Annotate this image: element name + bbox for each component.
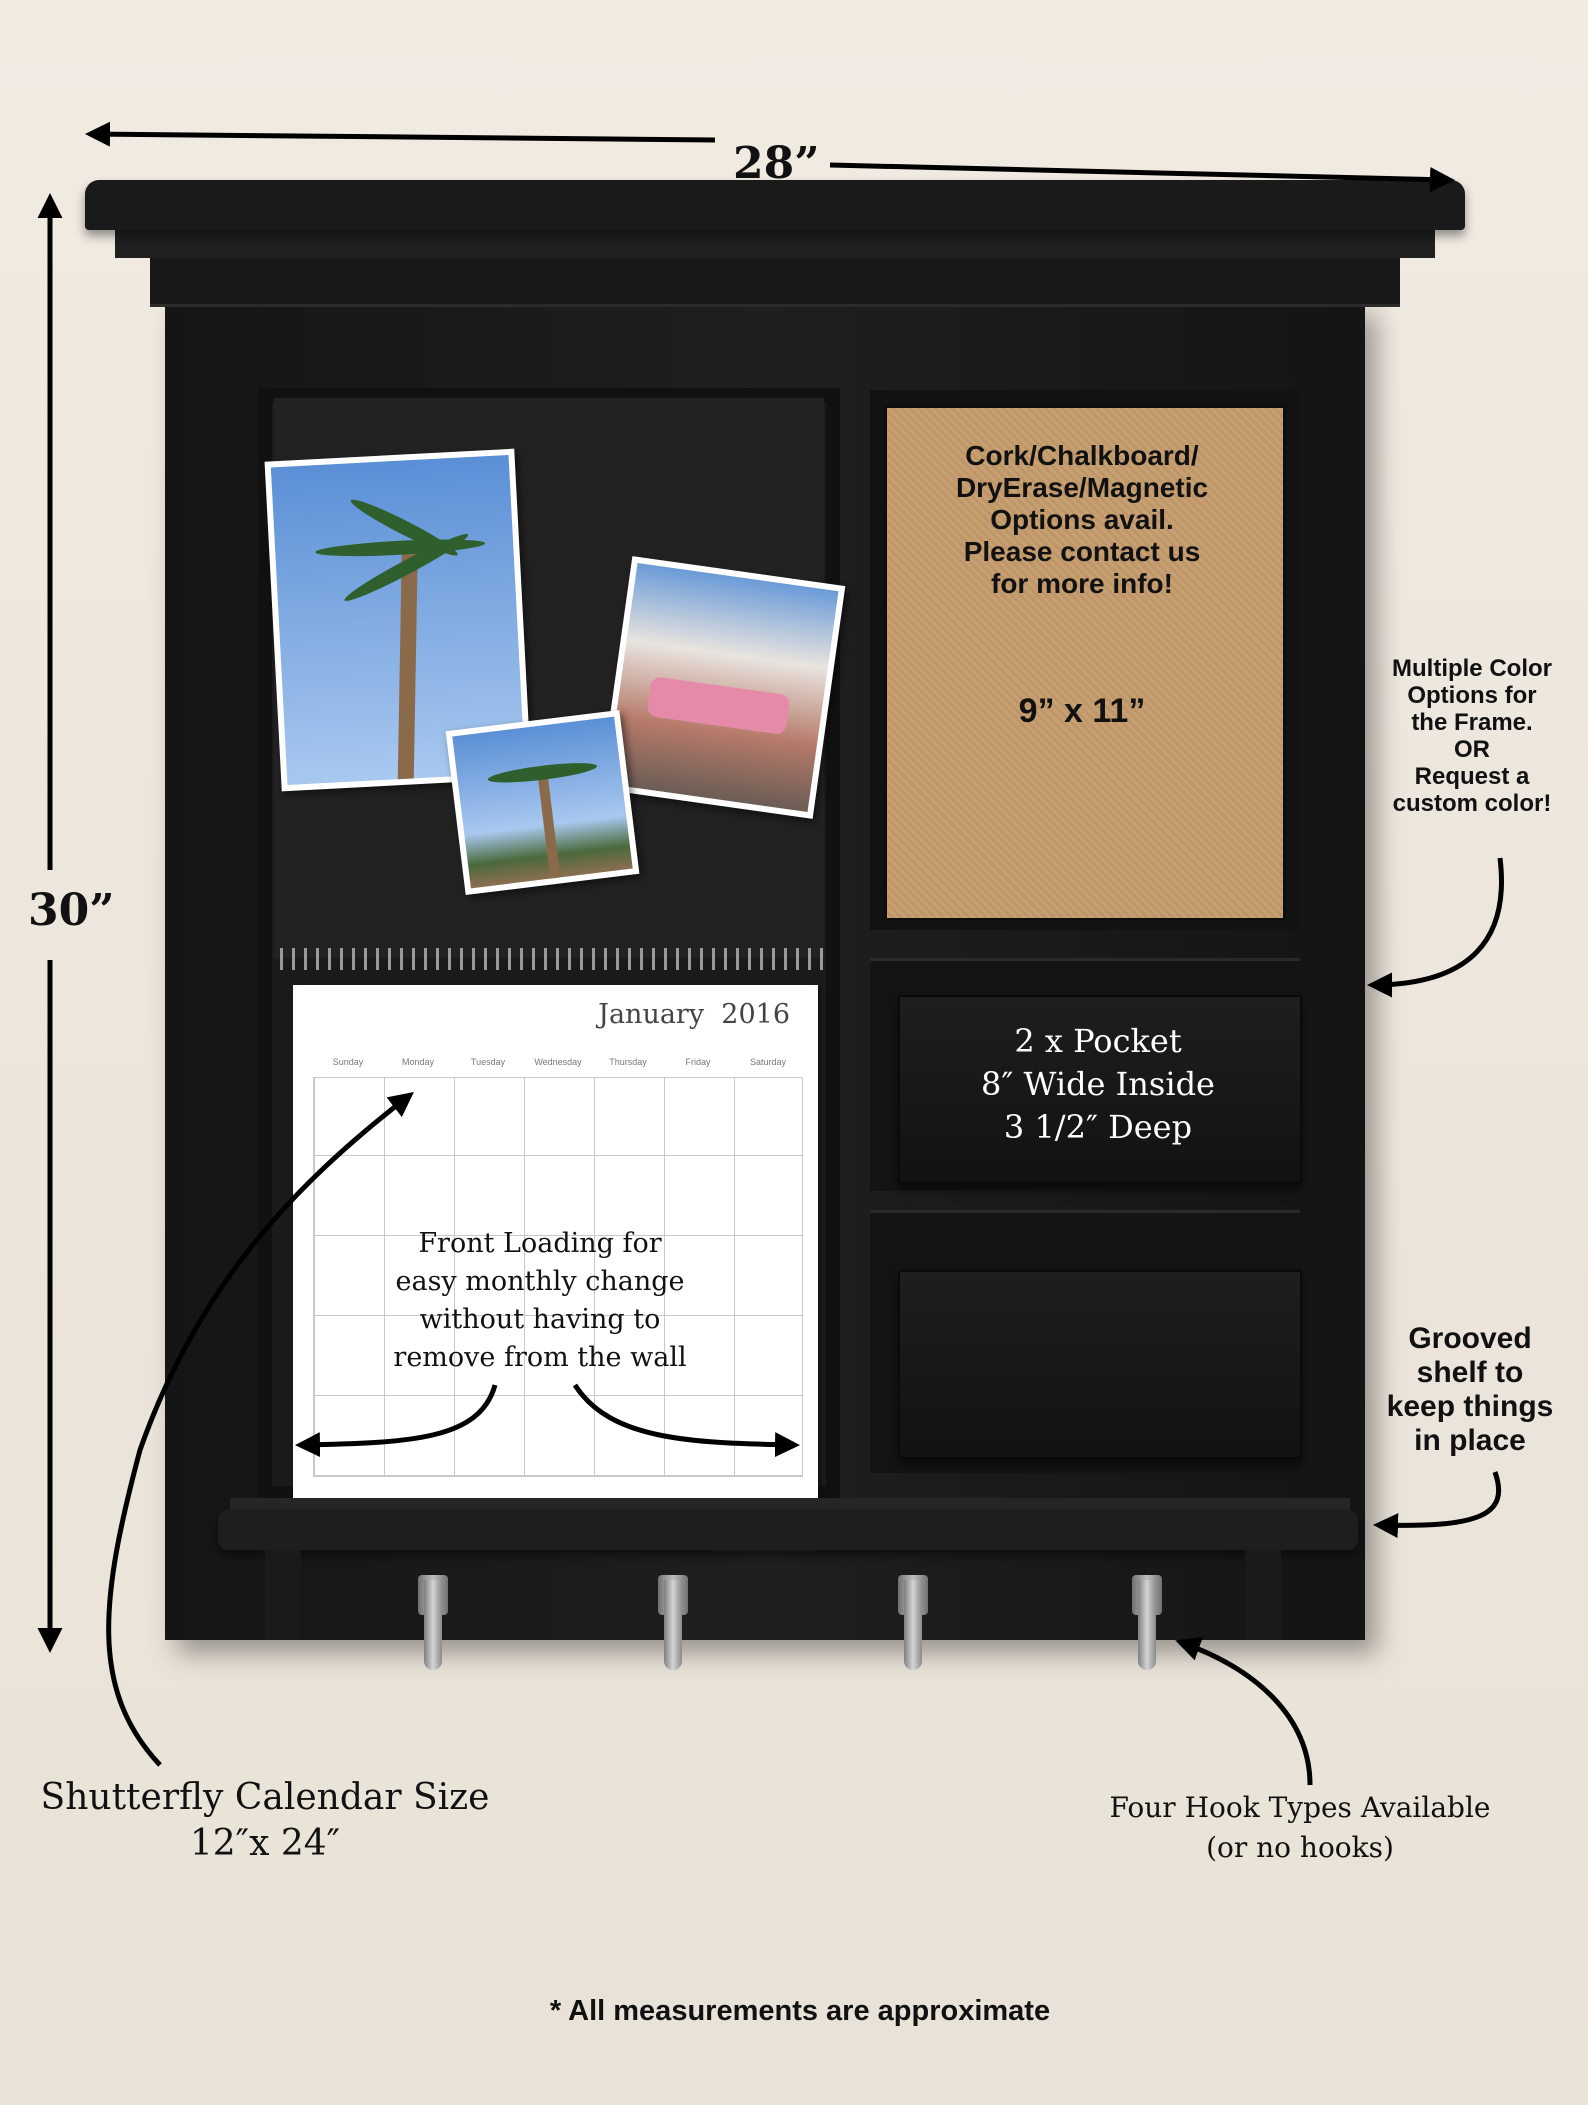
pocket-line: 8″ Wide Inside xyxy=(981,1065,1215,1103)
callout-line: Request a xyxy=(1414,763,1530,790)
weekday-label: Saturday xyxy=(749,1057,787,1067)
pocket-line: 3 1/2″ Deep xyxy=(1003,1108,1193,1146)
callout-line: 12″x 24″ xyxy=(189,1823,341,1864)
callout-line: Options for xyxy=(1407,682,1537,709)
calendar-note-line: easy monthly change xyxy=(395,1266,685,1297)
weekday-label: Wednesday xyxy=(534,1057,582,1067)
callout-line: the Frame. xyxy=(1411,709,1533,736)
calendar-grid xyxy=(313,1077,803,1477)
shelf-lip xyxy=(230,1498,1350,1512)
width-arrow-left xyxy=(85,121,716,147)
calendar-note-line: remove from the wall xyxy=(393,1342,687,1373)
pocket-top xyxy=(898,995,1302,1184)
cork-line: Please contact us xyxy=(963,536,1201,567)
cork-board-size: 9” x 11” xyxy=(1018,692,1146,730)
calendar-year: 2016 xyxy=(721,999,790,1030)
pocket-text: 2 x Pocket 8″ Wide Inside 3 1/2″ Deep xyxy=(900,1020,1296,1149)
shelf-callout: Grooved shelf to keep things in place xyxy=(1360,1322,1580,1458)
weekday-label: Thursday xyxy=(609,1057,647,1067)
frame-crown-middle xyxy=(115,228,1435,258)
height-label: 30” xyxy=(28,885,115,936)
cork-line: Cork/Chalkboard/ xyxy=(965,440,1199,471)
hook xyxy=(664,1580,682,1670)
callout-line: Shutterfly Calendar Size xyxy=(40,1777,490,1818)
weekday-label: Friday xyxy=(685,1057,711,1067)
callout-line: keep things xyxy=(1386,1390,1554,1423)
callout-line: in place xyxy=(1414,1424,1526,1457)
hook xyxy=(904,1580,922,1670)
grooved-shelf xyxy=(218,1510,1358,1550)
weekday-label: Tuesday xyxy=(470,1057,506,1067)
frame-crown-base xyxy=(150,256,1400,307)
callout-line: Multiple Color xyxy=(1392,655,1552,682)
calendar-note-line: Front Loading for xyxy=(418,1228,662,1259)
footnote: * All measurements are approximate xyxy=(549,1995,1051,2027)
color-arrow xyxy=(1367,857,1504,998)
calendar-spiral xyxy=(280,948,825,970)
width-arrow-right xyxy=(829,162,1455,193)
pocket-line: 2 x Pocket xyxy=(1014,1022,1182,1060)
shelf-bracket-right xyxy=(1245,1550,1281,1640)
callout-line: custom color! xyxy=(1392,790,1552,817)
front-load-arrow-right xyxy=(572,1383,800,1458)
front-load-arrow-left xyxy=(295,1384,498,1458)
calendar-weekdays: Sunday Monday Tuesday Wednesday Thursday… xyxy=(313,1057,803,1067)
calendar-size-arrow xyxy=(106,1091,414,1767)
calendar-month: January xyxy=(598,999,705,1030)
calendar-month-year: January 2016 xyxy=(598,999,790,1030)
callout-line: (or no hooks) xyxy=(1206,1831,1394,1864)
cork-line: Options avail. xyxy=(990,504,1174,535)
callout-line: Four Hook Types Available xyxy=(1109,1791,1491,1824)
width-label: 28” xyxy=(733,138,820,189)
hook xyxy=(424,1580,442,1670)
shelf-bracket-left xyxy=(265,1550,301,1640)
cork-board-options-text: Cork/Chalkboard/ DryErase/Magnetic Optio… xyxy=(900,440,1264,600)
calendar-note: Front Loading for easy monthly change wi… xyxy=(340,1225,740,1377)
frame-crown-top xyxy=(85,180,1465,230)
calendar-note-line: without having to xyxy=(419,1304,661,1335)
weekday-label: Monday xyxy=(401,1057,435,1067)
cork-board xyxy=(884,405,1286,921)
weekday-label: Sunday xyxy=(332,1057,364,1067)
callout-line: shelf to xyxy=(1416,1356,1524,1389)
cork-line: for more info! xyxy=(991,568,1173,599)
calendar-size-callout: Shutterfly Calendar Size 12″x 24″ xyxy=(25,1775,505,1867)
hooks-callout: Four Hook Types Available (or no hooks) xyxy=(1080,1788,1520,1868)
color-options-callout: Multiple Color Options for the Frame. OR… xyxy=(1362,655,1582,817)
callout-line: OR xyxy=(1454,736,1490,763)
pocket-bottom xyxy=(898,1270,1302,1459)
cork-line: DryErase/Magnetic xyxy=(955,472,1209,503)
hooks-arrow xyxy=(1175,1636,1313,1786)
hook xyxy=(1138,1580,1156,1670)
calendar: January 2016 Sunday Monday Tuesday Wedne… xyxy=(293,985,818,1500)
callout-line: Grooved xyxy=(1408,1322,1532,1355)
shelf-arrow xyxy=(1373,1471,1502,1539)
